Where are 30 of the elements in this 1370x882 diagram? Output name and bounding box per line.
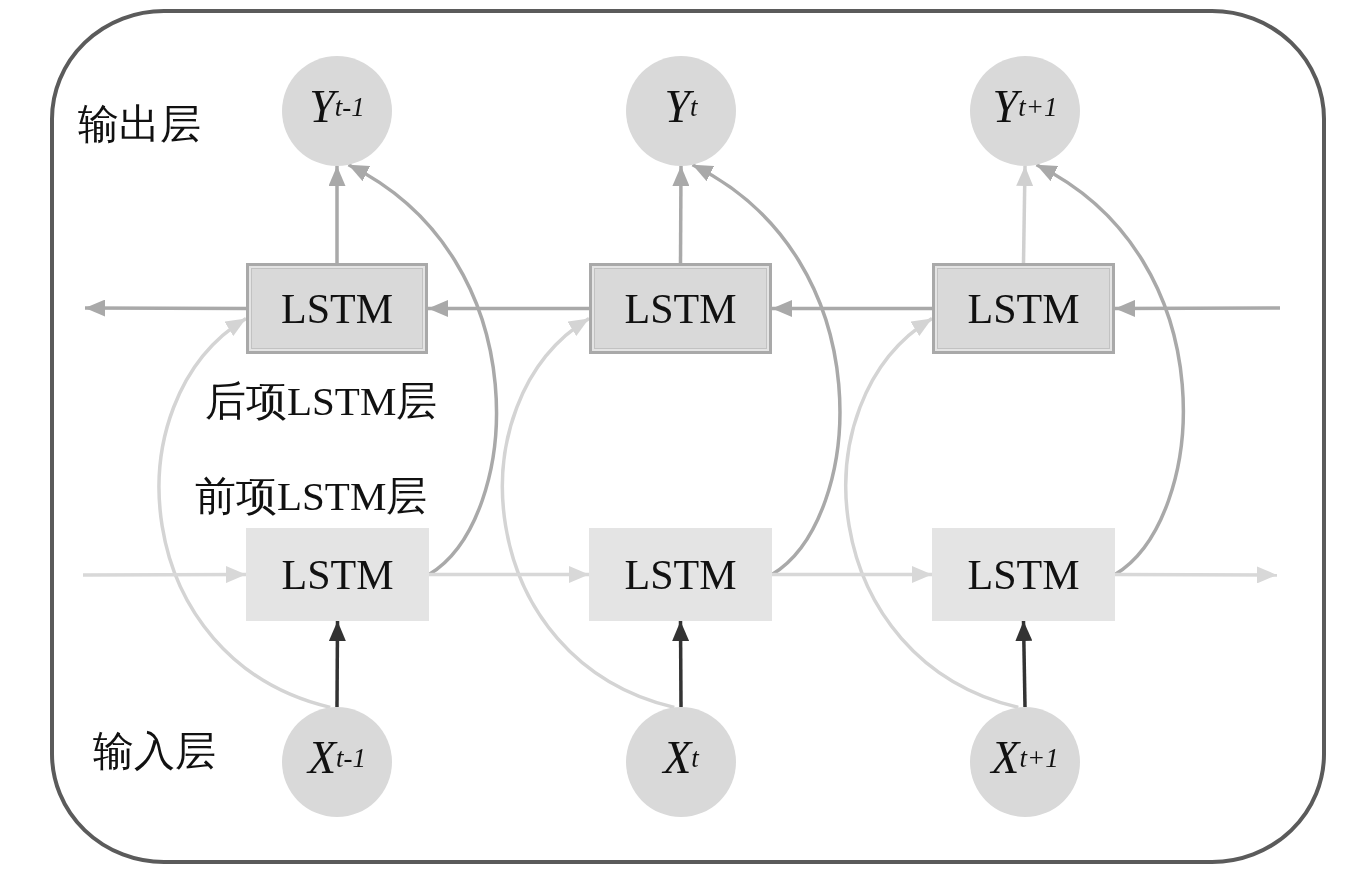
arrow [85, 299, 246, 317]
layer-label: 后项LSTM层 [205, 381, 438, 422]
lstm-box: LSTM [246, 263, 428, 354]
arrow [691, 163, 842, 576]
lstm-box: LSTM [246, 528, 429, 621]
arrow [672, 621, 690, 707]
arrow [328, 621, 346, 707]
arrow [428, 300, 589, 317]
lstm-box: LSTM [589, 528, 772, 621]
arrow [1016, 165, 1034, 264]
arrow [328, 166, 346, 263]
layer-label: 输入层 [93, 731, 216, 772]
arrow [1035, 163, 1185, 576]
lstm-box: LSTM [932, 528, 1115, 621]
arrow [772, 566, 932, 583]
layer-label: 前项LSTM层 [195, 476, 428, 517]
lstm-box: LSTM [589, 263, 772, 354]
arrow [1015, 620, 1033, 708]
arrow [844, 317, 1019, 710]
arrow [772, 300, 932, 317]
lstm-box: LSTM [932, 263, 1115, 354]
arrow [1115, 299, 1280, 317]
arrow [347, 163, 498, 576]
arrow [1115, 566, 1277, 584]
arrow [500, 317, 675, 710]
layer-label: 输出层 [78, 104, 201, 145]
arrow [672, 166, 690, 263]
arrow [157, 317, 331, 710]
arrow [429, 566, 589, 583]
arrow [83, 566, 246, 584]
